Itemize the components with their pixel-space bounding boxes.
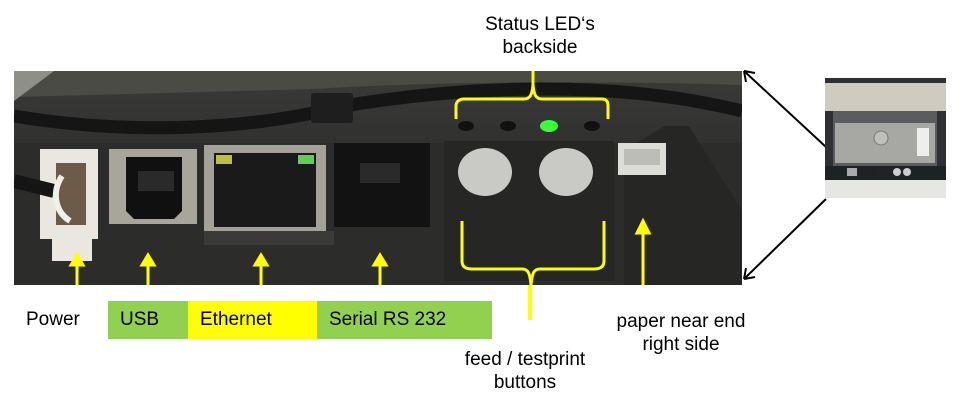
status-led-caption: Status LED‘s backside [450,13,630,59]
ethernet-port [214,153,316,227]
feed-pointer [528,285,532,320]
arrow-bottom [743,198,827,280]
arrow-top [743,70,827,148]
caption-line: feed / testprint [464,349,586,370]
led-4 [584,121,600,131]
led-1 [458,121,474,131]
main-photo [14,71,742,285]
ethernet-led-green [298,155,314,164]
caption-line: right side [642,334,720,355]
power-cable [14,174,56,198]
zoom-arrows [743,70,827,280]
label-ethernet: Ethernet [188,301,317,339]
cable-clip [311,93,353,123]
paper-sensor-caption: paper near end right side [596,310,766,356]
caption-line: buttons [493,372,557,393]
label-usb: USB [108,301,188,339]
thumbnail-photo [825,78,946,198]
ethernet-led-yellow [216,155,232,164]
thumbnail-drawing [825,78,946,198]
power-connector-tab [52,239,92,261]
serial-port [334,143,430,227]
led-3-lit [540,120,558,132]
feed-button [458,148,512,196]
housing-top [14,71,742,97]
caption-line: paper near end [616,311,746,332]
caption-line: Status LED‘s [485,14,595,35]
black-cable [14,82,742,135]
button-bracket [460,221,606,285]
annotations [454,71,610,285]
caption-line: backside [502,37,578,58]
testprint-button [539,148,593,196]
led-2 [500,121,516,131]
photo-drawing [14,71,742,285]
label-power: Power [26,309,80,330]
feed-buttons-caption: feed / testprint buttons [440,348,610,394]
port-arrows [68,217,652,285]
label-serial: Serial RS 232 [317,301,492,339]
white-cable-corner [14,71,54,101]
